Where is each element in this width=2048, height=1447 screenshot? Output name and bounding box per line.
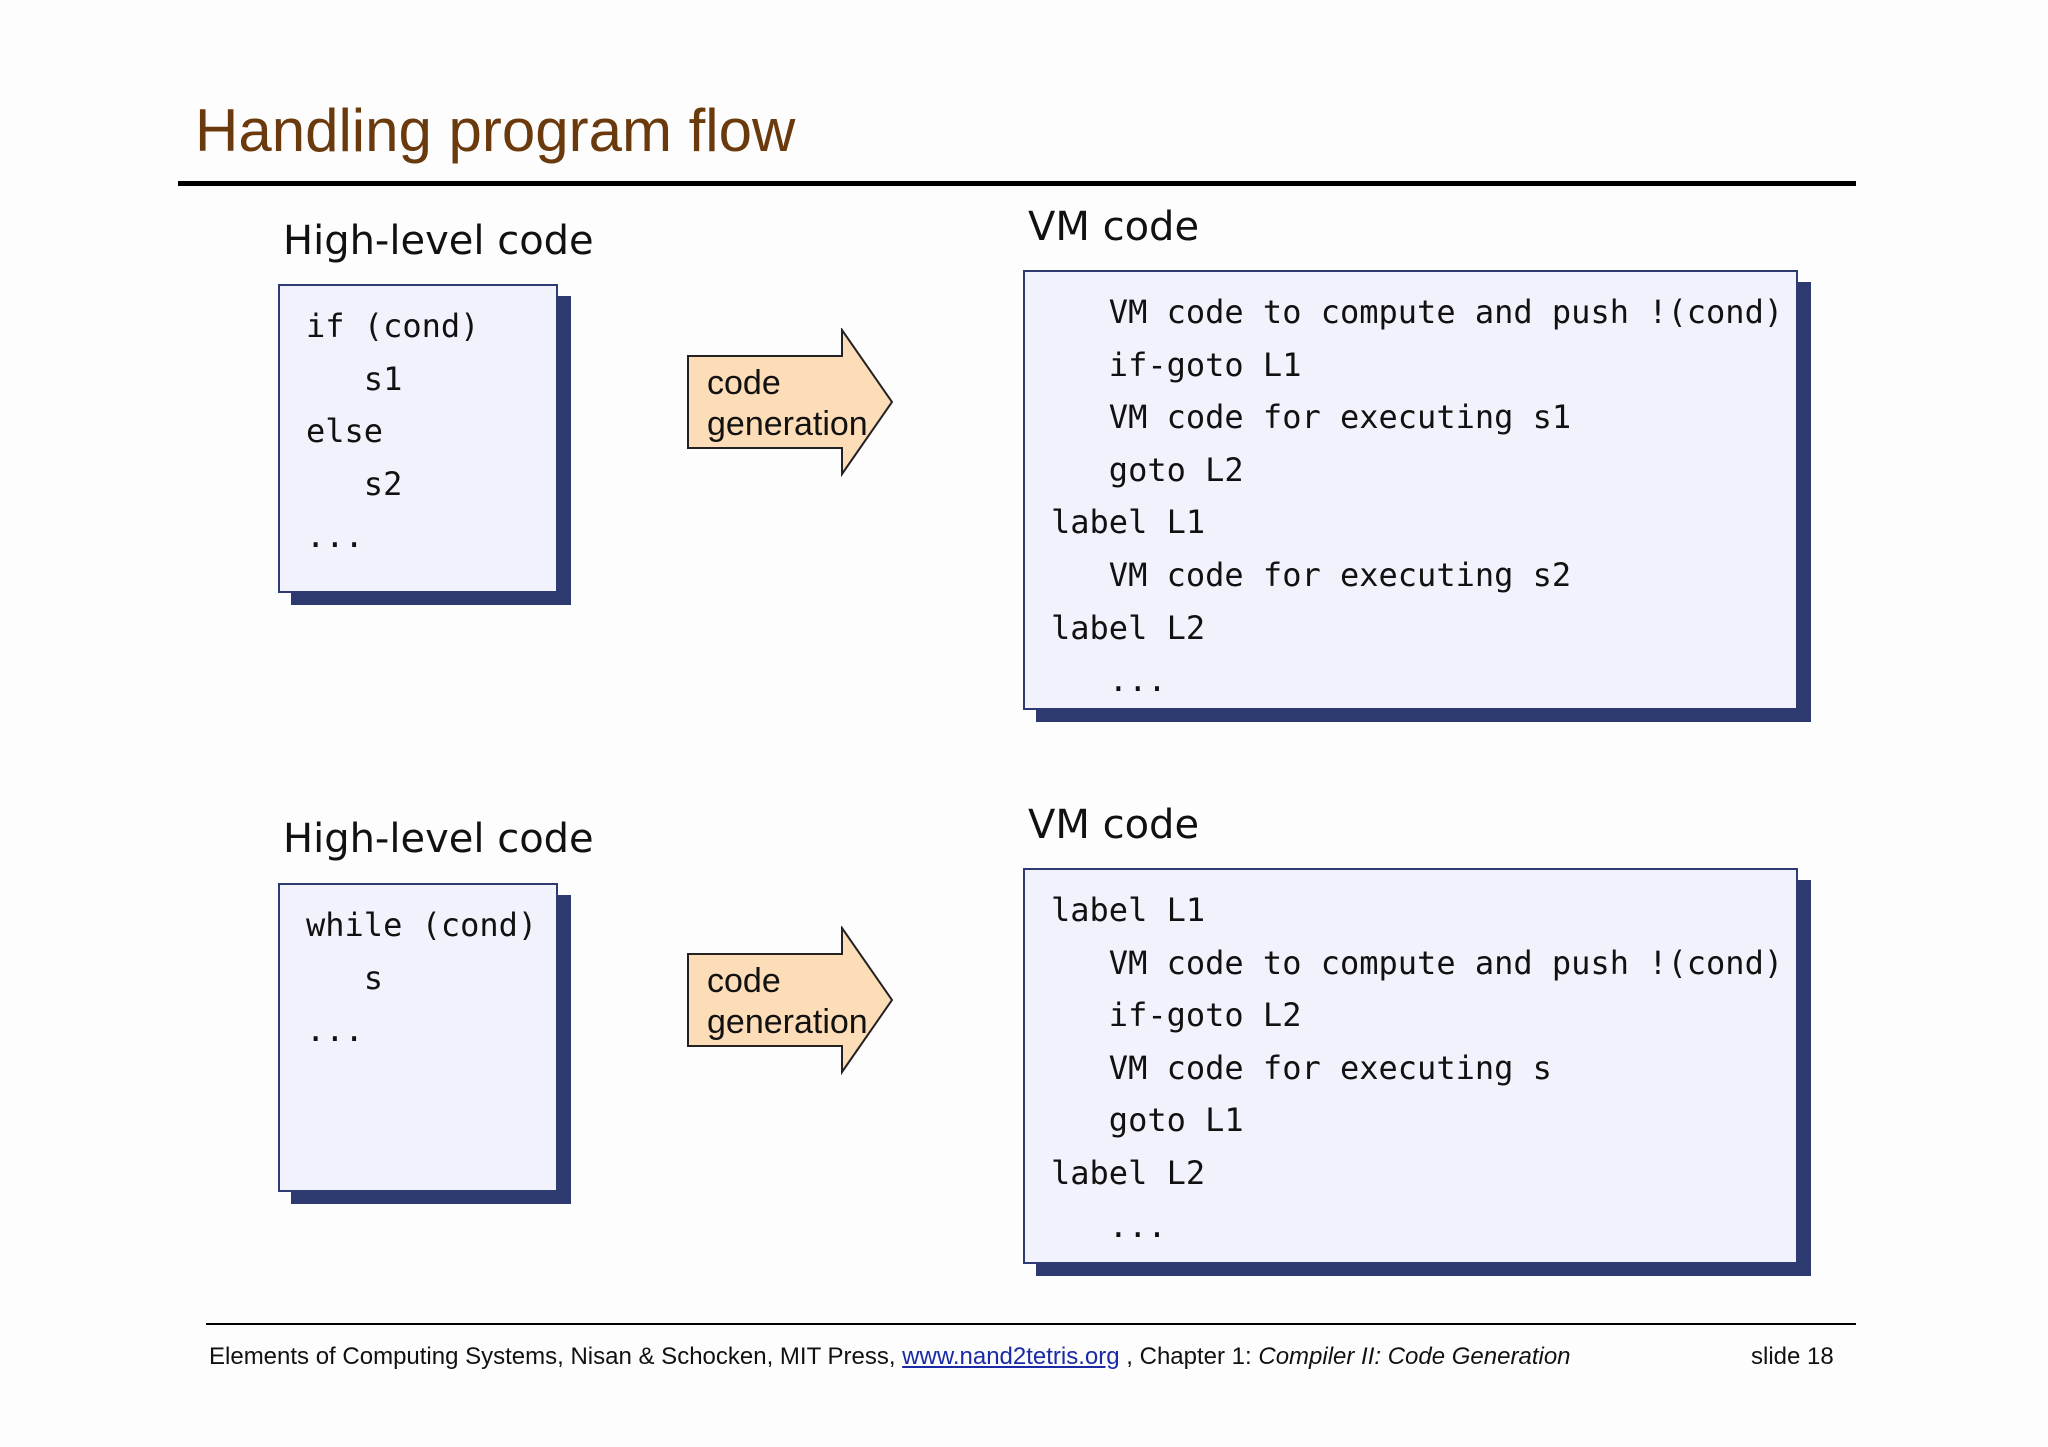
high-level-code-label-if: High-level code (283, 218, 594, 264)
footer-citation: Elements of Computing Systems, Nisan & S… (209, 1343, 1571, 1371)
code-line: ... (1051, 661, 1167, 699)
high-level-code-label-while: High-level code (283, 816, 594, 862)
vm-code-box-if: VM code to compute and push !(cond) if-g… (1023, 270, 1798, 710)
vm-code-box-while: label L1 VM code to compute and push !(c… (1023, 868, 1798, 1264)
arrow-label-code: code (707, 962, 781, 1000)
nand2tetris-link[interactable]: www.nand2tetris.org (902, 1343, 1120, 1370)
code-line: ... (306, 1011, 364, 1049)
code-line: goto L1 (1051, 1101, 1244, 1139)
code-line: else (306, 412, 384, 450)
code-line: label L2 (1051, 1154, 1206, 1192)
code-generation-arrow-icon (687, 926, 894, 1076)
slide-number: slide 18 (1751, 1343, 1834, 1370)
code-line: if (cond) (306, 307, 480, 345)
arrow-label-generation: generation (707, 1003, 868, 1041)
high-level-code-box-while: while (cond) s ... (278, 883, 558, 1192)
code-line: label L2 (1051, 609, 1206, 647)
code-line: VM code to compute and push !(cond) (1051, 293, 1784, 331)
code-line: if-goto L1 (1051, 346, 1302, 384)
footer-divider (206, 1323, 1856, 1325)
code-line: s (306, 959, 384, 997)
code-line: if-goto L2 (1051, 996, 1302, 1034)
code-line: VM code to compute and push !(cond) (1051, 944, 1784, 982)
code-line: VM code for executing s (1051, 1049, 1552, 1087)
code-generation-arrow-icon (687, 328, 894, 478)
high-level-code-box-if: if (cond) s1 else s2 ... (278, 284, 558, 593)
code-line: label L1 (1051, 503, 1206, 541)
chapter-title: Compiler II: Code Generation (1258, 1343, 1571, 1370)
arrow-label-code: code (707, 364, 781, 402)
vm-code-label-if: VM code (1028, 204, 1200, 250)
code-line: s2 (306, 465, 403, 503)
code-line: VM code for executing s2 (1051, 556, 1572, 594)
code-line: label L1 (1051, 891, 1206, 929)
code-line: goto L2 (1051, 451, 1244, 489)
title-divider (178, 181, 1856, 186)
code-line: ... (306, 517, 364, 555)
slide-title: Handling program flow (195, 97, 796, 164)
code-line: ... (1051, 1207, 1167, 1245)
code-line: s1 (306, 360, 403, 398)
footer-text: Elements of Computing Systems, Nisan & S… (209, 1343, 903, 1370)
code-line: VM code for executing s1 (1051, 398, 1572, 436)
arrow-label-generation: generation (707, 405, 868, 443)
code-line: while (cond) (306, 906, 538, 944)
vm-code-label-while: VM code (1028, 802, 1200, 848)
footer-text-middle: , Chapter 1: (1119, 1343, 1259, 1370)
